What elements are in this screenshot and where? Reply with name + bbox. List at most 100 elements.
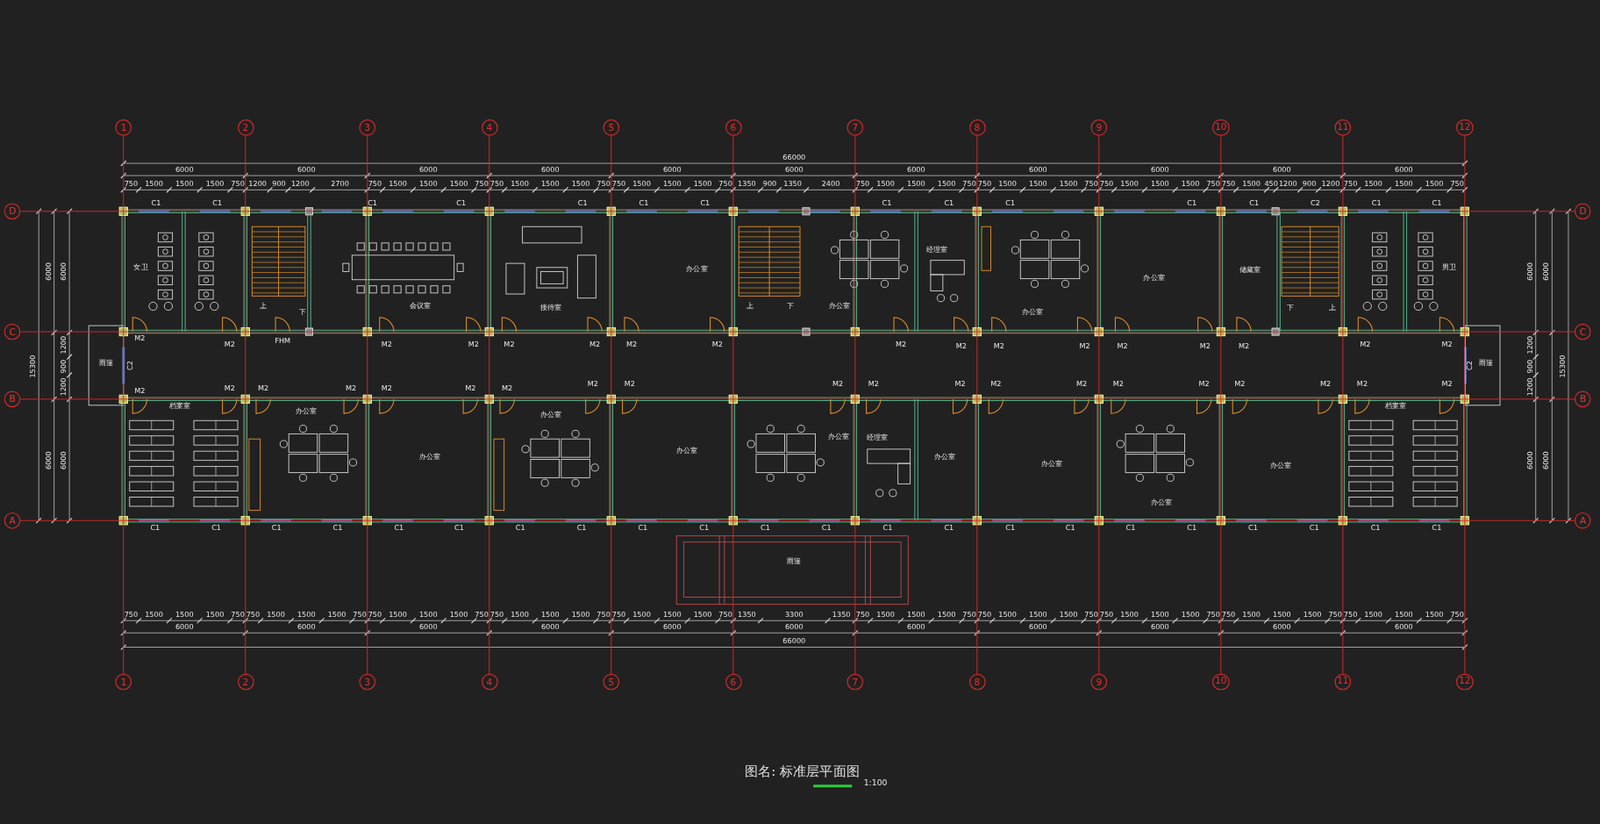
wall [1097, 399, 1099, 521]
shelf [1349, 466, 1393, 476]
dimension-tick [1549, 329, 1555, 336]
window-label: C1 [1431, 525, 1442, 533]
toilet-bowl [1377, 235, 1383, 241]
room-label: 办公室 [295, 407, 317, 415]
dimension-text: 2400 [821, 180, 841, 188]
dimension-text: 1500 [1272, 611, 1292, 619]
dimension-text: 1500 [450, 611, 469, 619]
wall [1341, 211, 1343, 332]
dimension-text: 750 [474, 611, 489, 619]
dimension-text: 750 [1450, 180, 1465, 188]
chair [541, 478, 549, 486]
dimension-text: 1500 [693, 180, 713, 188]
axis-number: D [1578, 207, 1586, 216]
chair [521, 445, 529, 453]
dimension-text: 750 [1206, 180, 1221, 188]
door-swing [710, 317, 725, 332]
window-label: C1 [637, 525, 648, 533]
door-swing [893, 317, 908, 332]
toilet-bowl [1377, 263, 1383, 269]
window-label: C1 [881, 200, 892, 208]
axis-number: B [8, 394, 15, 404]
manager-desk [898, 463, 911, 484]
desk [1125, 454, 1155, 473]
dimension-text: 1500 [998, 180, 1017, 188]
window-label: C1 [700, 200, 710, 208]
axis-bubble: 5 [602, 673, 620, 691]
chair [1166, 473, 1174, 481]
shelf [129, 481, 174, 491]
wall [1343, 399, 1345, 521]
dimension-text: 6000 [1394, 166, 1414, 174]
wall [734, 399, 736, 521]
shelf-divider [150, 420, 152, 429]
chair [816, 458, 824, 466]
door-swing [585, 399, 600, 414]
axis-bubble: 4 [480, 119, 498, 136]
shelf [129, 450, 174, 460]
dimension-text: 750 [612, 611, 627, 619]
dimension-text: 750 [1343, 180, 1358, 188]
shelf [1413, 450, 1458, 460]
cabinet [249, 438, 261, 510]
toilet-bowl [1422, 277, 1429, 283]
axis-bubble: 7 [847, 673, 865, 691]
dimension-text: 750 [718, 611, 733, 619]
axis-bubble: 5 [602, 119, 620, 136]
wall [307, 211, 308, 332]
door-swing [1439, 317, 1454, 332]
desk [786, 454, 816, 473]
chair [342, 263, 350, 272]
window-label: C1 [150, 525, 160, 533]
dimension-text: 750 [718, 180, 733, 188]
desk [319, 433, 349, 452]
dimension-tick [1142, 617, 1148, 623]
axis-line [732, 135, 734, 674]
toilet-fixture [199, 289, 214, 299]
chair [850, 279, 858, 287]
entrance-canopy [683, 542, 901, 598]
manager-desk [930, 260, 965, 275]
dimension-text: 1500 [907, 180, 926, 188]
door-label: M2 [224, 341, 236, 349]
toilet-bowl [203, 277, 209, 283]
sink [1378, 301, 1387, 310]
dimension-text: 1200 [248, 180, 267, 188]
dimension-tick [1533, 329, 1539, 336]
dimension-tick [1416, 186, 1422, 193]
dimension-tick [776, 186, 782, 193]
dimension-tick [441, 617, 447, 623]
desk [1020, 260, 1050, 279]
window-label: C1 [1248, 525, 1258, 533]
axis-number: 11 [1336, 122, 1349, 132]
shelf [193, 481, 238, 491]
dimension-tick [757, 186, 764, 193]
wall [1219, 211, 1221, 332]
dimension-text: 750 [230, 180, 245, 188]
axis-number: 12 [1458, 677, 1471, 686]
dimension-text: 1500 [1028, 611, 1048, 619]
sink [1414, 301, 1422, 310]
room-label: 办公室 [685, 265, 708, 273]
window-label: C1 [211, 525, 222, 533]
dimension-tick [288, 617, 294, 623]
wall [1341, 399, 1343, 521]
shelf [1349, 450, 1393, 460]
dimension-tick [654, 617, 660, 623]
dimension-text: 750 [368, 180, 383, 188]
axis-bubble: 10 [1212, 672, 1229, 690]
desk [756, 433, 786, 452]
door-label: M2 [464, 385, 476, 393]
dimension-tick [285, 186, 292, 193]
dimension-text: 2700 [330, 180, 350, 188]
wall [917, 211, 919, 332]
toilet-bowl [203, 292, 209, 298]
toilet-bowl [1422, 249, 1429, 255]
door-swing [379, 317, 394, 332]
chair [1185, 458, 1193, 466]
dimension-text: 6000 [1150, 623, 1170, 631]
dimension-text: 1500 [876, 611, 895, 619]
dimension-text: 750 [596, 611, 611, 619]
